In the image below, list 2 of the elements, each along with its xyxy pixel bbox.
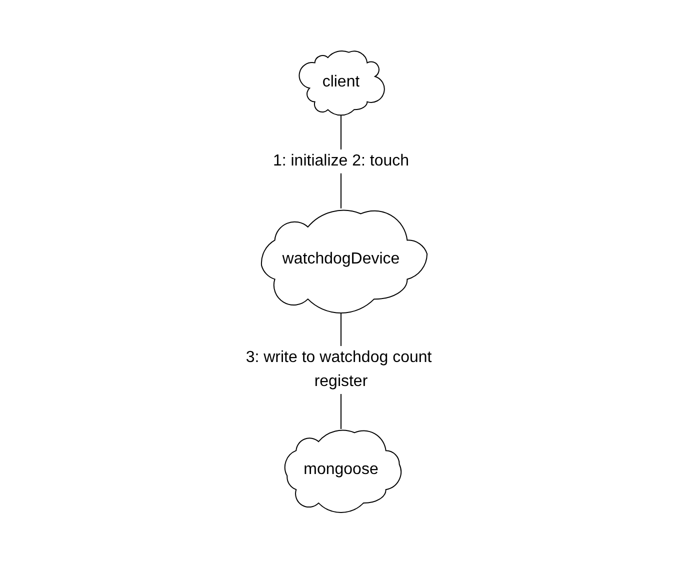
edge-label: 3: write to watchdog count register <box>246 348 432 390</box>
edge-label: 1: initialize 2: touch <box>272 152 410 170</box>
